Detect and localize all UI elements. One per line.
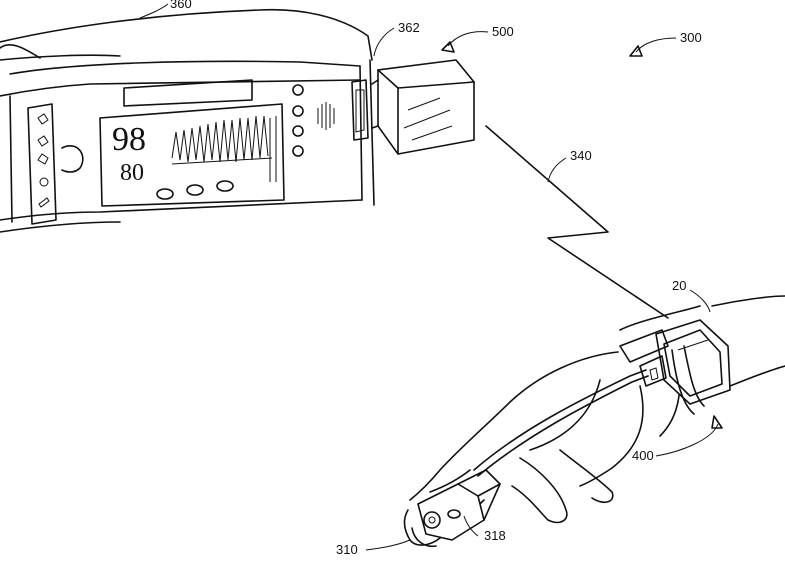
label-finger-clip: 310: [336, 542, 358, 557]
wrist-unit: [620, 320, 730, 414]
label-connector: 362: [398, 20, 420, 35]
label-monitor: 360: [170, 0, 192, 11]
spo2-readout: 98: [112, 121, 146, 158]
pleth-waveform: [172, 116, 268, 162]
speaker-grille: [318, 102, 334, 130]
side-button-icons: [38, 114, 49, 207]
wireless-module: [372, 60, 474, 154]
label-wrist-unit: 400: [632, 448, 654, 463]
side-buttons: [293, 85, 303, 156]
label-module: 500: [492, 24, 514, 39]
front-buttons: [157, 181, 233, 199]
label-cable: 318: [484, 528, 506, 543]
pulse-readout: 80: [120, 160, 144, 186]
label-wireless-link: 340: [570, 148, 592, 163]
label-system: 300: [680, 30, 702, 45]
patient-monitor: 98 80: [0, 10, 374, 232]
label-wrist-band: 20: [672, 278, 686, 293]
